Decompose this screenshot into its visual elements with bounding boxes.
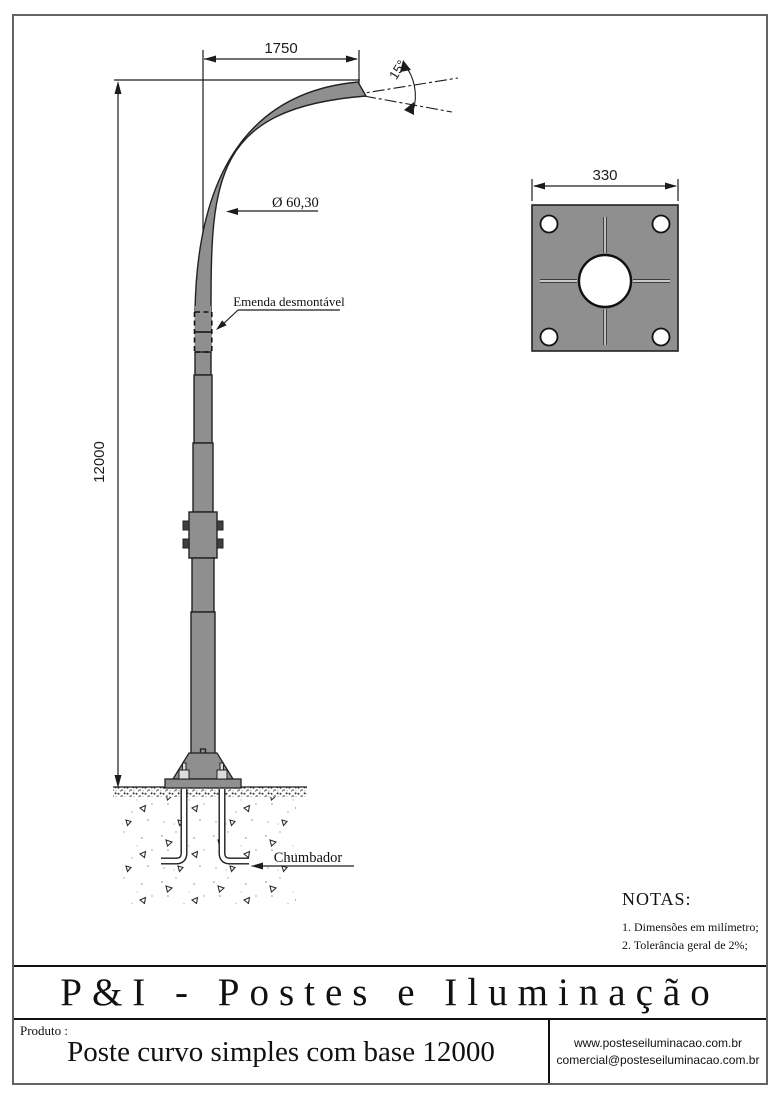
plate-bolt-holes [539, 214, 671, 347]
anchor-label: Chumbador [274, 850, 343, 866]
note-item: 2. Tolerância geral de 2%; [622, 938, 748, 952]
arm-reach-value: 1750 [264, 40, 297, 57]
anchor-bolt-right [218, 789, 249, 865]
notes-title: NOTAS: [622, 889, 692, 909]
product-field-label: Produto : [20, 1023, 69, 1038]
pole-height-value: 12000 [91, 441, 108, 483]
title-block-row: Produto : Poste curvo simples com base 1… [14, 1020, 766, 1083]
sheet-border [12, 14, 768, 1085]
company-email: comercial@posteseiluminacao.com.br [556, 1052, 760, 1067]
dimension-tip-angle [351, 60, 459, 115]
note-item: 1. Dimensões em milímetro; [622, 920, 759, 934]
dimension-plate-width [531, 179, 679, 201]
joint-leader [216, 309, 340, 330]
curved-arm [194, 81, 368, 313]
dimension-arm-reach [202, 50, 360, 254]
plate-center-hole [577, 253, 633, 309]
plate-width-value: 330 [592, 167, 617, 184]
dimension-pole-height [114, 79, 360, 788]
diameter-leader [226, 208, 318, 215]
base-plate-top-view: 330 [531, 167, 679, 352]
joint-label: Emenda desmontável [233, 294, 345, 309]
foundation [113, 786, 307, 904]
plate-centerlines [540, 217, 670, 345]
anchor-bolt-left [161, 789, 188, 865]
company-name: P&I - Postes e Iluminação [60, 971, 720, 1014]
pole-elevation [182, 81, 368, 786]
company-website: www.posteseiluminacao.com.br [573, 1036, 743, 1051]
diameter-label: Ø 60,30 [272, 195, 319, 211]
product-name: Poste curvo simples com base 12000 [67, 1036, 495, 1068]
contact-cell: www.posteseiluminacao.com.br comercial@p… [548, 1020, 766, 1083]
tip-angle-value: 15° [386, 57, 409, 82]
notes-block: NOTAS: 1. Dimensões em milímetro; 2. Tol… [622, 889, 764, 954]
title-band: P&I - Postes e Iluminação [14, 965, 766, 1020]
product-cell: Produto : Poste curvo simples com base 1… [14, 1020, 548, 1083]
base-assembly [164, 748, 242, 789]
anchor-leader [251, 862, 354, 870]
